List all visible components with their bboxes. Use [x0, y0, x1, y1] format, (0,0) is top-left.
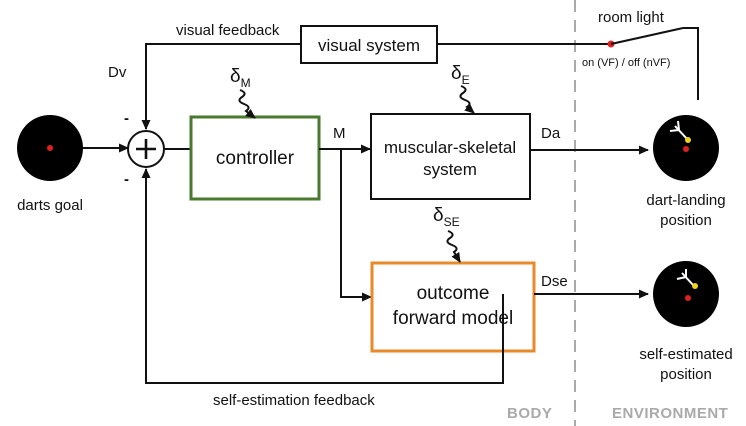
forward-model-label-line1: outcome: [417, 283, 490, 304]
self-estimated-target: [653, 261, 719, 327]
room-light-line: [683, 27, 699, 100]
noise-delta-m: δM: [230, 66, 251, 90]
visual-system-label: visual system: [318, 36, 420, 55]
signal-dv-label: Dv: [108, 64, 127, 81]
signal-m-label: M: [333, 125, 346, 142]
minus-sign-top: -: [124, 110, 129, 127]
signal-da-label: Da: [541, 125, 561, 142]
signal-dse-label: Dse: [541, 273, 568, 290]
darts-goal-label: darts goal: [17, 197, 83, 214]
forward-model-box: [370, 261, 536, 353]
self-estimation-feedback-label: self-estimation feedback: [213, 392, 375, 409]
darts-goal-target: [17, 115, 83, 181]
controller-label: controller: [216, 148, 295, 169]
visual-feedback-label: visual feedback: [176, 22, 280, 39]
noise-delta-e: δE: [451, 63, 470, 87]
zone-label-environment: ENVIRONMENT: [612, 405, 728, 422]
summing-junction: [127, 130, 165, 168]
musculo-skeletal-label-line2: system: [423, 160, 477, 179]
self-estimation-feedback-path: [141, 168, 504, 384]
self-estimated-label-line1: self-estimated: [639, 346, 732, 363]
musculo-skeletal-label-line1: muscular-skeletal: [384, 138, 516, 157]
zone-label-body: BODY: [507, 405, 552, 422]
room-light-switch-lever: [610, 27, 684, 45]
dart-landing-label-line2: position: [660, 212, 712, 229]
room-light-switch-label: on (VF) / off (nVF): [582, 57, 670, 69]
visual-feedback-path: [141, 43, 301, 130]
musculo-skeletal-box: [370, 113, 531, 200]
noise-delta-se: δSE: [433, 205, 460, 229]
forward-model-label-line2: forward model: [393, 308, 513, 329]
noise-m-squiggle: [238, 89, 256, 119]
self-estimated-label-line2: position: [660, 366, 712, 383]
dart-landing-target: [653, 115, 719, 181]
dart-landing-label-line1: dart-landing: [646, 192, 725, 209]
noise-se-squiggle: [446, 230, 461, 263]
minus-sign-bottom: -: [124, 171, 129, 188]
room-light-label: room light: [598, 9, 665, 26]
m-to-forward-model-arrow: [340, 149, 372, 302]
noise-e-squiggle: [459, 85, 475, 114]
